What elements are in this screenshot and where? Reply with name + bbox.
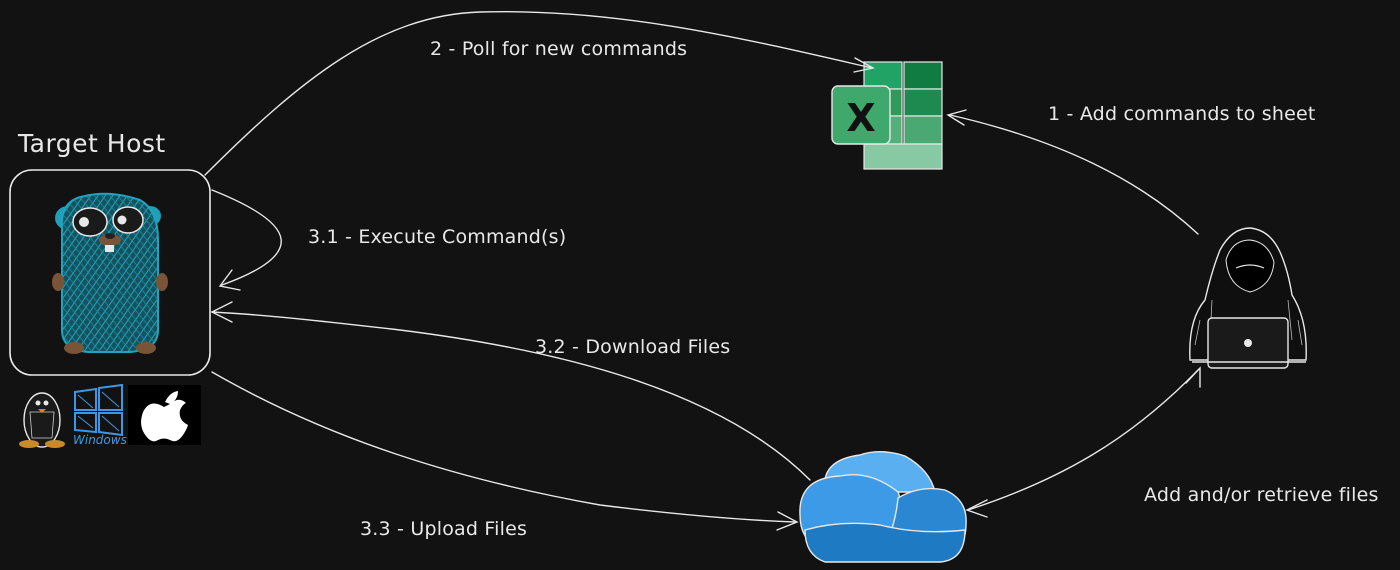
label-upload: 3.3 - Upload Files	[360, 518, 527, 540]
arrowhead-download	[210, 301, 233, 323]
excel-letter: X	[846, 96, 875, 140]
gopher-icon	[52, 192, 168, 354]
arrow-add-retrieve	[967, 369, 1199, 511]
windows-label: Windows	[73, 433, 127, 447]
arrowhead-add-retrieve-cloud	[965, 499, 988, 518]
excel-spreadsheet-icon[interactable]: X	[831, 61, 943, 170]
arrow-poll	[204, 10, 873, 176]
label-execute: 3.1 - Execute Command(s)	[308, 226, 566, 248]
arrow-execute	[211, 189, 282, 286]
arrowhead-execute	[218, 269, 241, 291]
arrow-add-commands	[949, 114, 1199, 235]
tux-penguin-icon	[19, 392, 65, 448]
arrowhead-add-retrieve-hacker	[1185, 366, 1201, 388]
label-add-commands: 1 - Add commands to sheet	[1048, 103, 1316, 125]
label-add-retrieve: Add and/or retrieve files	[1144, 484, 1379, 506]
target-host-box[interactable]	[9, 169, 211, 376]
arrowhead-upload	[776, 511, 799, 531]
arrow-download	[211, 311, 811, 481]
label-download: 3.2 - Download Files	[535, 336, 730, 358]
target-host-title: Target Host	[17, 129, 166, 158]
arrow-upload	[211, 371, 796, 523]
windows-logo-icon: Windows	[73, 383, 127, 447]
label-poll: 2 - Poll for new commands	[430, 38, 687, 60]
hooded-hacker-laptop-icon[interactable]	[1189, 227, 1307, 369]
arrowhead-poll	[853, 57, 875, 73]
apple-logo-icon	[128, 385, 201, 445]
onedrive-cloud-icon[interactable]	[799, 451, 967, 563]
arrowhead-add-commands	[946, 109, 967, 126]
